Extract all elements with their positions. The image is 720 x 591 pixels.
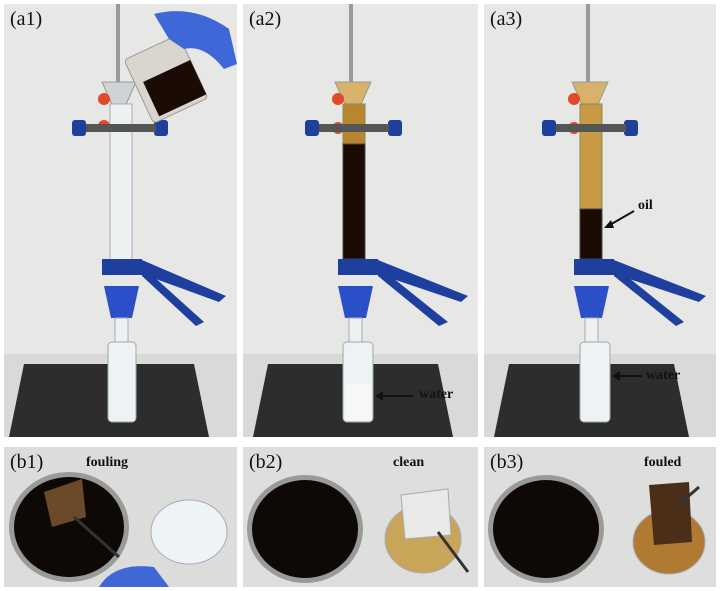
photo-a2 — [243, 4, 478, 437]
clean-annotation: clean — [393, 455, 425, 470]
panel-label: (a1) — [10, 8, 43, 30]
panel-label: (a3) — [490, 8, 523, 30]
photo-b1 — [4, 447, 237, 587]
panel-label: (a2) — [249, 8, 282, 30]
oil-dish — [493, 480, 599, 578]
panel-a3: (a3) oil water — [484, 4, 716, 437]
panel-b3: (b3) fouled — [484, 447, 716, 587]
fouled-annotation: fouled — [644, 455, 682, 470]
panel-label: (b1) — [10, 451, 44, 473]
fouled-mesh — [44, 479, 86, 527]
oil-column — [579, 208, 603, 260]
oil-dish — [14, 477, 124, 577]
tweezers — [73, 515, 120, 559]
water-annotation: water — [419, 387, 454, 402]
stand-rod — [116, 4, 120, 104]
panel-a1: (a1) — [4, 4, 237, 437]
clean-mesh — [400, 488, 452, 540]
oil-dish — [252, 480, 358, 578]
water-beaker — [150, 499, 228, 565]
clamp-knob — [98, 93, 110, 105]
photo-b3 — [484, 447, 716, 587]
fouled-mesh — [649, 482, 692, 545]
oil-column — [342, 143, 366, 260]
panel-label: (b2) — [249, 451, 283, 473]
blue-stopper — [104, 286, 139, 318]
photo-b2 — [243, 447, 478, 587]
water-annotation: water — [646, 368, 681, 383]
fouling-annotation: fouling — [86, 455, 129, 470]
glove — [99, 566, 169, 587]
oil-annotation: oil — [638, 198, 653, 213]
photo-a1 — [4, 4, 237, 437]
photo-a3 — [484, 4, 716, 437]
panel-b1: (b1) fouling — [4, 447, 237, 587]
glove — [154, 11, 237, 69]
panel-label: (b3) — [490, 451, 524, 473]
collection-vial — [107, 341, 137, 423]
panel-a2: (a2) water — [243, 4, 478, 437]
panel-b2: (b2) clean — [243, 447, 478, 587]
